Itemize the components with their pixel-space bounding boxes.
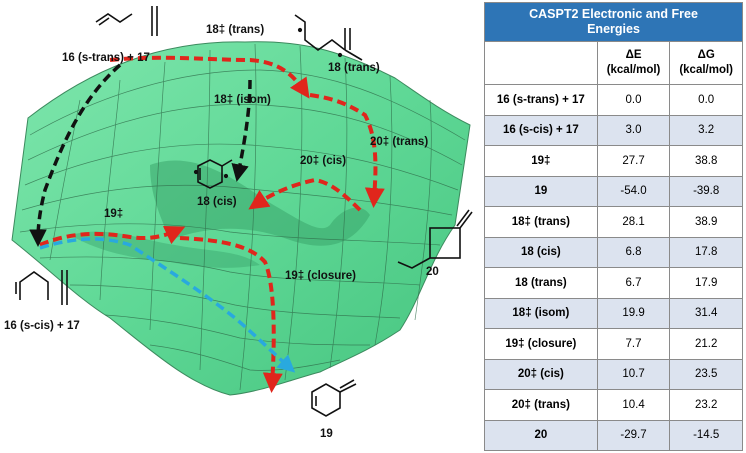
path-red-trans <box>309 93 385 208</box>
cell-species: 16 (s-trans) + 17 <box>484 84 598 116</box>
path-red-ridge <box>109 55 310 99</box>
cell-delta-g: 23.2 <box>669 389 743 421</box>
path-red-cis <box>248 177 362 212</box>
cell-delta-g: 21.2 <box>669 328 743 360</box>
label-ts20-trans: 20‡ (trans) <box>370 136 429 148</box>
surface-grid <box>19 43 466 391</box>
cell-delta-g: 38.8 <box>669 145 743 177</box>
cell-delta-e: 3.0 <box>596 114 671 146</box>
label-int18-cis: 18 (cis) <box>197 196 237 208</box>
cell-delta-g: 3.2 <box>669 114 743 146</box>
cell-delta-g: 0.0 <box>669 84 743 116</box>
cell-delta-e: 6.8 <box>596 236 671 268</box>
cell-species: 20 <box>484 419 598 451</box>
cell-delta-e: 19.9 <box>596 297 671 329</box>
cell-delta-g: -14.5 <box>669 419 743 451</box>
cell-delta-g: 31.4 <box>669 297 743 329</box>
table-row: 19-54.0-39.8 <box>484 175 743 207</box>
cell-species: 20‡ (trans) <box>484 389 598 421</box>
label-product19: 19 <box>320 428 333 440</box>
cell-delta-e: 28.1 <box>596 206 671 238</box>
cell-delta-e: 10.4 <box>596 389 671 421</box>
label-reactant-strans: 16 (s-trans) + 17 <box>62 52 150 64</box>
label-ts20-cis: 20‡ (cis) <box>300 155 347 167</box>
cell-delta-g: -39.8 <box>669 175 743 207</box>
label-reactant-scis: 16 (s-cis) + 17 <box>4 320 80 332</box>
cell-delta-e: 27.7 <box>596 145 671 177</box>
label-ts18-isom: 18‡ (isom) <box>214 94 271 106</box>
cell-delta-e: 6.7 <box>596 267 671 299</box>
cell-delta-g: 17.9 <box>669 267 743 299</box>
cell-delta-e: 10.7 <box>596 358 671 390</box>
molecule-19 <box>311 379 357 417</box>
path-blue-product19 <box>39 237 296 373</box>
potential-energy-surface <box>11 6 473 417</box>
label-ts18-trans: 18‡ (trans) <box>206 24 265 36</box>
cell-species: 18‡ (trans) <box>484 206 598 238</box>
header-species <box>484 41 598 85</box>
cell-species: 19‡ <box>484 145 598 177</box>
path-black-left <box>29 63 122 247</box>
cell-delta-e: -54.0 <box>596 175 671 207</box>
cell-species: 19‡ (closure) <box>484 328 598 360</box>
cell-species: 19 <box>484 175 598 207</box>
label-int18-trans: 18 (trans) <box>328 62 380 74</box>
label-ts19-closure: 19‡ (closure) <box>285 270 356 282</box>
header-delta-e: ΔE(kcal/mol) <box>596 41 671 85</box>
cell-delta-g: 17.8 <box>669 236 743 268</box>
molecule-s-trans-diene <box>95 6 158 36</box>
cell-delta-g: 23.5 <box>669 358 743 390</box>
cell-species: 18 (trans) <box>484 267 598 299</box>
molecule-20 <box>397 209 473 269</box>
cell-species: 18‡ (isom) <box>484 297 598 329</box>
path-red-center <box>39 225 186 247</box>
cell-delta-e: -29.7 <box>596 419 671 451</box>
header-delta-g: ΔG(kcal/mol) <box>669 41 743 85</box>
table-column-headers: ΔE(kcal/mol) ΔG(kcal/mol) <box>484 41 743 85</box>
molecule-cis-diradical <box>193 159 233 189</box>
label-product20: 20 <box>426 266 439 278</box>
cell-species: 16 (s-cis) + 17 <box>484 114 598 146</box>
table-row: 20-29.7-14.5 <box>484 419 743 451</box>
cell-species: 18 (cis) <box>484 236 598 268</box>
cell-delta-e: 7.7 <box>596 328 671 360</box>
cell-species: 20‡ (cis) <box>484 358 598 390</box>
label-ts19: 19‡ <box>104 208 124 220</box>
molecule-s-cis-diene <box>15 270 68 305</box>
molecule-trans-diradical <box>294 14 363 61</box>
path-red-closure <box>179 236 283 393</box>
path-black-center <box>231 79 252 182</box>
cell-delta-g: 38.9 <box>669 206 743 238</box>
cell-delta-e: 0.0 <box>596 84 671 116</box>
